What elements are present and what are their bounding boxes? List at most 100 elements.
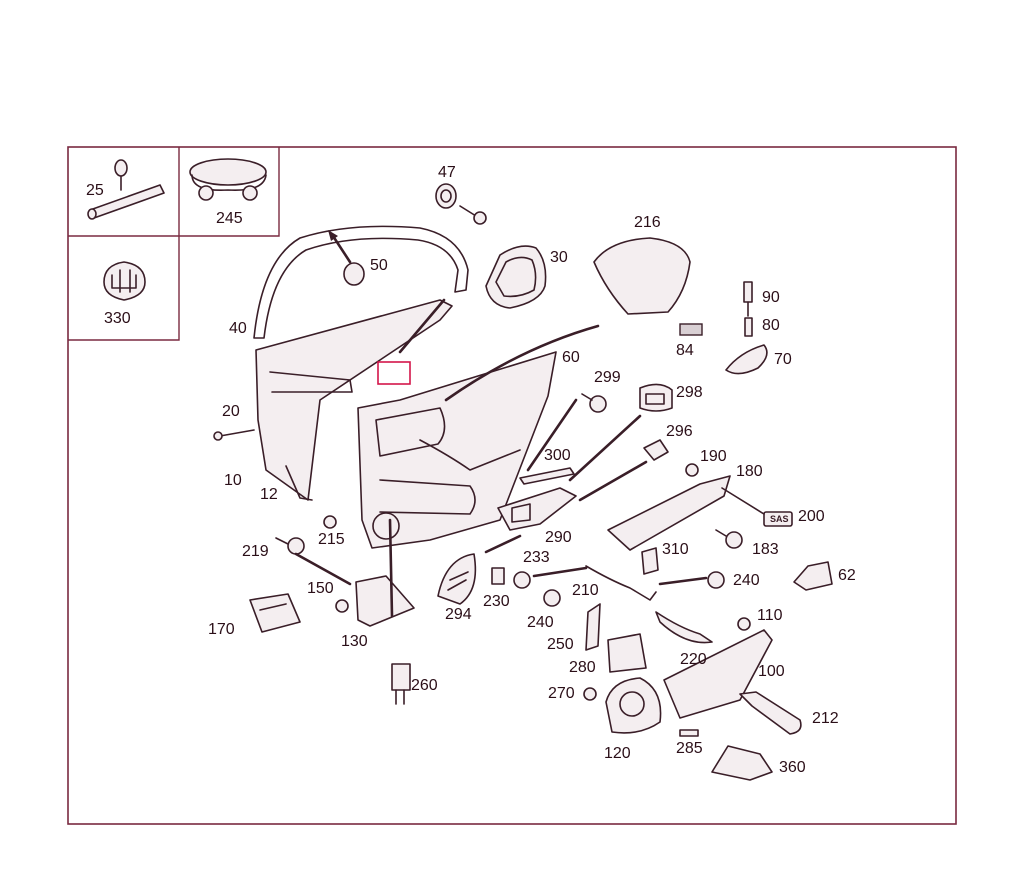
part-pins xyxy=(743,281,753,337)
callout-230: 230 xyxy=(483,593,510,610)
callout-330: 330 xyxy=(104,310,131,327)
callout-240a: 240 xyxy=(733,572,760,589)
callout-216: 216 xyxy=(634,214,661,231)
callout-62: 62 xyxy=(838,567,856,584)
part-nut-110 xyxy=(737,617,751,631)
callout-47: 47 xyxy=(438,164,456,181)
callout-10: 10 xyxy=(224,472,242,489)
part-speaker-frame xyxy=(485,245,547,309)
callout-70: 70 xyxy=(774,351,792,368)
part-bracket-360 xyxy=(711,745,773,781)
part-230 xyxy=(491,567,505,585)
part-grille-294 xyxy=(437,553,477,605)
part-switch xyxy=(639,383,673,412)
leader-arrows xyxy=(294,298,708,618)
callout-30: 30 xyxy=(550,249,568,266)
part-grommet xyxy=(435,183,457,209)
callout-12: 12 xyxy=(260,486,278,503)
inset-boxes xyxy=(68,147,280,341)
part-latch xyxy=(249,593,301,633)
part-handle-220 xyxy=(655,611,713,644)
part-sas-tag: SAS xyxy=(721,487,793,527)
part-screw-240a xyxy=(707,571,725,589)
part-speaker-120 xyxy=(605,677,662,734)
part-strip xyxy=(519,467,575,485)
part-door-panel xyxy=(357,351,557,549)
callout-296: 296 xyxy=(666,423,693,440)
callout-250: 250 xyxy=(547,636,574,653)
part-window-seal xyxy=(253,225,469,339)
callout-20: 20 xyxy=(222,403,240,420)
callout-299: 299 xyxy=(594,369,621,386)
callout-25: 25 xyxy=(86,182,104,199)
callout-298: 298 xyxy=(676,384,703,401)
callout-294: 294 xyxy=(445,606,472,623)
part-bulb xyxy=(391,663,411,705)
callout-245: 245 xyxy=(216,210,243,227)
part-clip-296 xyxy=(643,439,669,461)
callout-60: 60 xyxy=(562,349,580,366)
callout-360: 360 xyxy=(779,759,806,776)
part-cap xyxy=(189,158,267,201)
part-nut-215 xyxy=(323,515,337,529)
callout-285: 285 xyxy=(676,740,703,757)
part-handle-small xyxy=(725,344,768,375)
callout-240b: 240 xyxy=(527,614,554,631)
callout-90: 90 xyxy=(762,289,780,306)
part-screw-top xyxy=(459,205,487,225)
part-trim-280 xyxy=(607,633,647,673)
part-nut-150 xyxy=(335,599,349,613)
callout-170: 170 xyxy=(208,621,235,638)
label-box xyxy=(377,361,411,385)
part-clip xyxy=(103,261,146,301)
callout-290: 290 xyxy=(545,529,572,546)
callout-180: 180 xyxy=(736,463,763,480)
part-285 xyxy=(679,729,699,737)
callout-220: 220 xyxy=(680,651,707,668)
callout-100: 100 xyxy=(758,663,785,680)
part-screw-299 xyxy=(581,393,607,413)
callout-120: 120 xyxy=(604,745,631,762)
part-trim-strip xyxy=(607,475,731,551)
part-pad xyxy=(593,237,691,315)
callout-310: 310 xyxy=(662,541,689,558)
callout-233: 233 xyxy=(523,549,550,566)
part-nut-270 xyxy=(583,687,597,701)
part-screw-219 xyxy=(275,537,305,555)
callout-219: 219 xyxy=(242,543,269,560)
part-rod-20 xyxy=(213,429,255,441)
callout-150: 150 xyxy=(307,580,334,597)
part-rod xyxy=(87,159,165,220)
callout-215: 215 xyxy=(318,531,345,548)
callout-280: 280 xyxy=(569,659,596,676)
diagram-frame xyxy=(67,146,957,825)
callout-200: 200 xyxy=(798,508,825,525)
callout-270: 270 xyxy=(548,685,575,702)
part-plug xyxy=(328,230,365,286)
callout-190: 190 xyxy=(700,448,727,465)
part-pull-handle xyxy=(739,691,802,735)
callout-84: 84 xyxy=(676,342,694,359)
callout-210: 210 xyxy=(572,582,599,599)
callout-110: 110 xyxy=(757,607,783,624)
callout-130: 130 xyxy=(341,633,368,650)
callout-260: 260 xyxy=(411,677,438,694)
part-screw-183 xyxy=(715,529,743,549)
part-trim-100 xyxy=(663,629,773,719)
arrow-long xyxy=(444,324,600,402)
callout-212: 212 xyxy=(812,710,839,727)
callout-80: 80 xyxy=(762,317,780,334)
part-clip-310 xyxy=(641,547,659,575)
part-cover-62 xyxy=(793,561,833,591)
callout-40: 40 xyxy=(229,320,247,337)
part-trim-250 xyxy=(585,603,601,651)
callout-300: 300 xyxy=(544,447,571,464)
part-screw-240b xyxy=(543,589,561,607)
part-cable xyxy=(585,565,657,601)
callout-183: 183 xyxy=(752,541,779,558)
part-block xyxy=(679,323,703,336)
svg-text:SAS: SAS xyxy=(770,514,789,524)
part-233 xyxy=(513,571,531,589)
